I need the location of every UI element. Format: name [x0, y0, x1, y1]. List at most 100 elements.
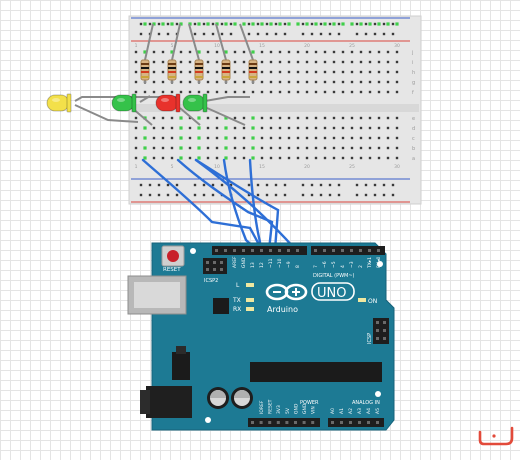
- breadboard-hole[interactable]: [368, 156, 372, 160]
- breadboard-hole[interactable]: [161, 60, 165, 64]
- breadboard-hole[interactable]: [283, 22, 287, 26]
- header-pin[interactable]: [314, 249, 317, 252]
- breadboard-hole[interactable]: [247, 183, 251, 187]
- breadboard-hole[interactable]: [161, 146, 165, 150]
- breadboard-hole[interactable]: [139, 183, 143, 187]
- breadboard-hole-connected[interactable]: [143, 126, 147, 130]
- breadboard-hole[interactable]: [350, 80, 354, 84]
- breadboard-hole[interactable]: [319, 193, 323, 197]
- breadboard-hole[interactable]: [337, 193, 341, 197]
- breadboard-hole-connected[interactable]: [296, 22, 300, 26]
- breadboard-hole[interactable]: [188, 116, 192, 120]
- breadboard-hole[interactable]: [269, 80, 273, 84]
- breadboard-hole[interactable]: [215, 116, 219, 120]
- breadboard-hole[interactable]: [175, 183, 179, 187]
- breadboard-hole[interactable]: [305, 50, 309, 54]
- breadboard-hole[interactable]: [359, 50, 363, 54]
- breadboard-hole[interactable]: [332, 80, 336, 84]
- breadboard-hole[interactable]: [377, 136, 381, 140]
- breadboard-hole[interactable]: [368, 70, 372, 74]
- breadboard-hole[interactable]: [395, 136, 399, 140]
- breadboard-hole[interactable]: [364, 32, 368, 36]
- breadboard-hole[interactable]: [247, 32, 251, 36]
- breadboard-hole[interactable]: [391, 183, 395, 187]
- breadboard-hole[interactable]: [215, 50, 219, 54]
- breadboard-hole[interactable]: [332, 146, 336, 150]
- header-pin[interactable]: [376, 329, 379, 332]
- breadboard-hole[interactable]: [395, 146, 399, 150]
- header-pin[interactable]: [213, 261, 216, 264]
- breadboard-hole[interactable]: [206, 146, 210, 150]
- breadboard-hole[interactable]: [296, 146, 300, 150]
- breadboard-hole[interactable]: [170, 156, 174, 160]
- breadboard-hole[interactable]: [265, 32, 269, 36]
- breadboard-hole-connected[interactable]: [260, 22, 264, 26]
- breadboard-hole-connected[interactable]: [170, 50, 174, 54]
- breadboard-hole[interactable]: [314, 50, 318, 54]
- breadboard-hole[interactable]: [377, 50, 381, 54]
- breadboard-hole-connected[interactable]: [269, 22, 273, 26]
- breadboard-hole[interactable]: [152, 156, 156, 160]
- breadboard-hole[interactable]: [161, 116, 165, 120]
- breadboard-hole[interactable]: [341, 146, 345, 150]
- breadboard-hole-connected[interactable]: [206, 22, 210, 26]
- breadboard-hole-connected[interactable]: [143, 136, 147, 140]
- breadboard-hole[interactable]: [220, 32, 224, 36]
- breadboard-hole[interactable]: [386, 70, 390, 74]
- breadboard-hole[interactable]: [386, 90, 390, 94]
- breadboard-hole[interactable]: [373, 183, 377, 187]
- breadboard-hole[interactable]: [301, 32, 305, 36]
- breadboard-hole[interactable]: [260, 116, 264, 120]
- breadboard-hole[interactable]: [206, 70, 210, 74]
- header-pin[interactable]: [376, 337, 379, 340]
- breadboard-hole[interactable]: [377, 70, 381, 74]
- breadboard-hole[interactable]: [310, 193, 314, 197]
- header-pin[interactable]: [377, 249, 380, 252]
- breadboard-hole-connected[interactable]: [143, 50, 147, 54]
- breadboard-hole-connected[interactable]: [197, 156, 201, 160]
- breadboard-hole[interactable]: [179, 90, 183, 94]
- breadboard-hole[interactable]: [301, 183, 305, 187]
- breadboard-hole[interactable]: [170, 116, 174, 120]
- breadboard-hole[interactable]: [314, 126, 318, 130]
- breadboard-hole[interactable]: [256, 193, 260, 197]
- breadboard-hole[interactable]: [359, 60, 363, 64]
- breadboard-hole-connected[interactable]: [224, 136, 228, 140]
- breadboard-hole[interactable]: [386, 50, 390, 54]
- breadboard-hole[interactable]: [229, 22, 233, 26]
- breadboard-hole[interactable]: [296, 136, 300, 140]
- breadboard-hole[interactable]: [287, 116, 291, 120]
- header-pin[interactable]: [350, 249, 353, 252]
- breadboard-hole[interactable]: [170, 136, 174, 140]
- breadboard-hole[interactable]: [314, 70, 318, 74]
- breadboard-hole[interactable]: [206, 126, 210, 130]
- breadboard-hole[interactable]: [188, 90, 192, 94]
- breadboard-hole[interactable]: [215, 136, 219, 140]
- breadboard-hole[interactable]: [386, 126, 390, 130]
- breadboard-hole-connected[interactable]: [314, 22, 318, 26]
- breadboard-hole[interactable]: [386, 116, 390, 120]
- breadboard-hole[interactable]: [314, 156, 318, 160]
- breadboard-hole[interactable]: [256, 32, 260, 36]
- breadboard-hole-connected[interactable]: [179, 126, 183, 130]
- header-pin[interactable]: [367, 421, 370, 424]
- breadboard-hole[interactable]: [233, 50, 237, 54]
- breadboard-hole[interactable]: [148, 193, 152, 197]
- breadboard-hole[interactable]: [242, 50, 246, 54]
- breadboard-hole[interactable]: [323, 156, 327, 160]
- breadboard-hole[interactable]: [278, 90, 282, 94]
- breadboard-hole-connected[interactable]: [143, 146, 147, 150]
- breadboard-hole[interactable]: [269, 90, 273, 94]
- breadboard-hole[interactable]: [395, 116, 399, 120]
- breadboard-hole[interactable]: [188, 70, 192, 74]
- breadboard-hole[interactable]: [278, 50, 282, 54]
- breadboard-hole[interactable]: [350, 116, 354, 120]
- led[interactable]: [111, 93, 137, 113]
- breadboard-hole[interactable]: [359, 70, 363, 74]
- breadboard-hole[interactable]: [341, 116, 345, 120]
- breadboard-hole[interactable]: [377, 90, 381, 94]
- breadboard-hole[interactable]: [287, 126, 291, 130]
- breadboard-hole[interactable]: [296, 60, 300, 64]
- breadboard-hole[interactable]: [278, 146, 282, 150]
- breadboard-hole[interactable]: [166, 193, 170, 197]
